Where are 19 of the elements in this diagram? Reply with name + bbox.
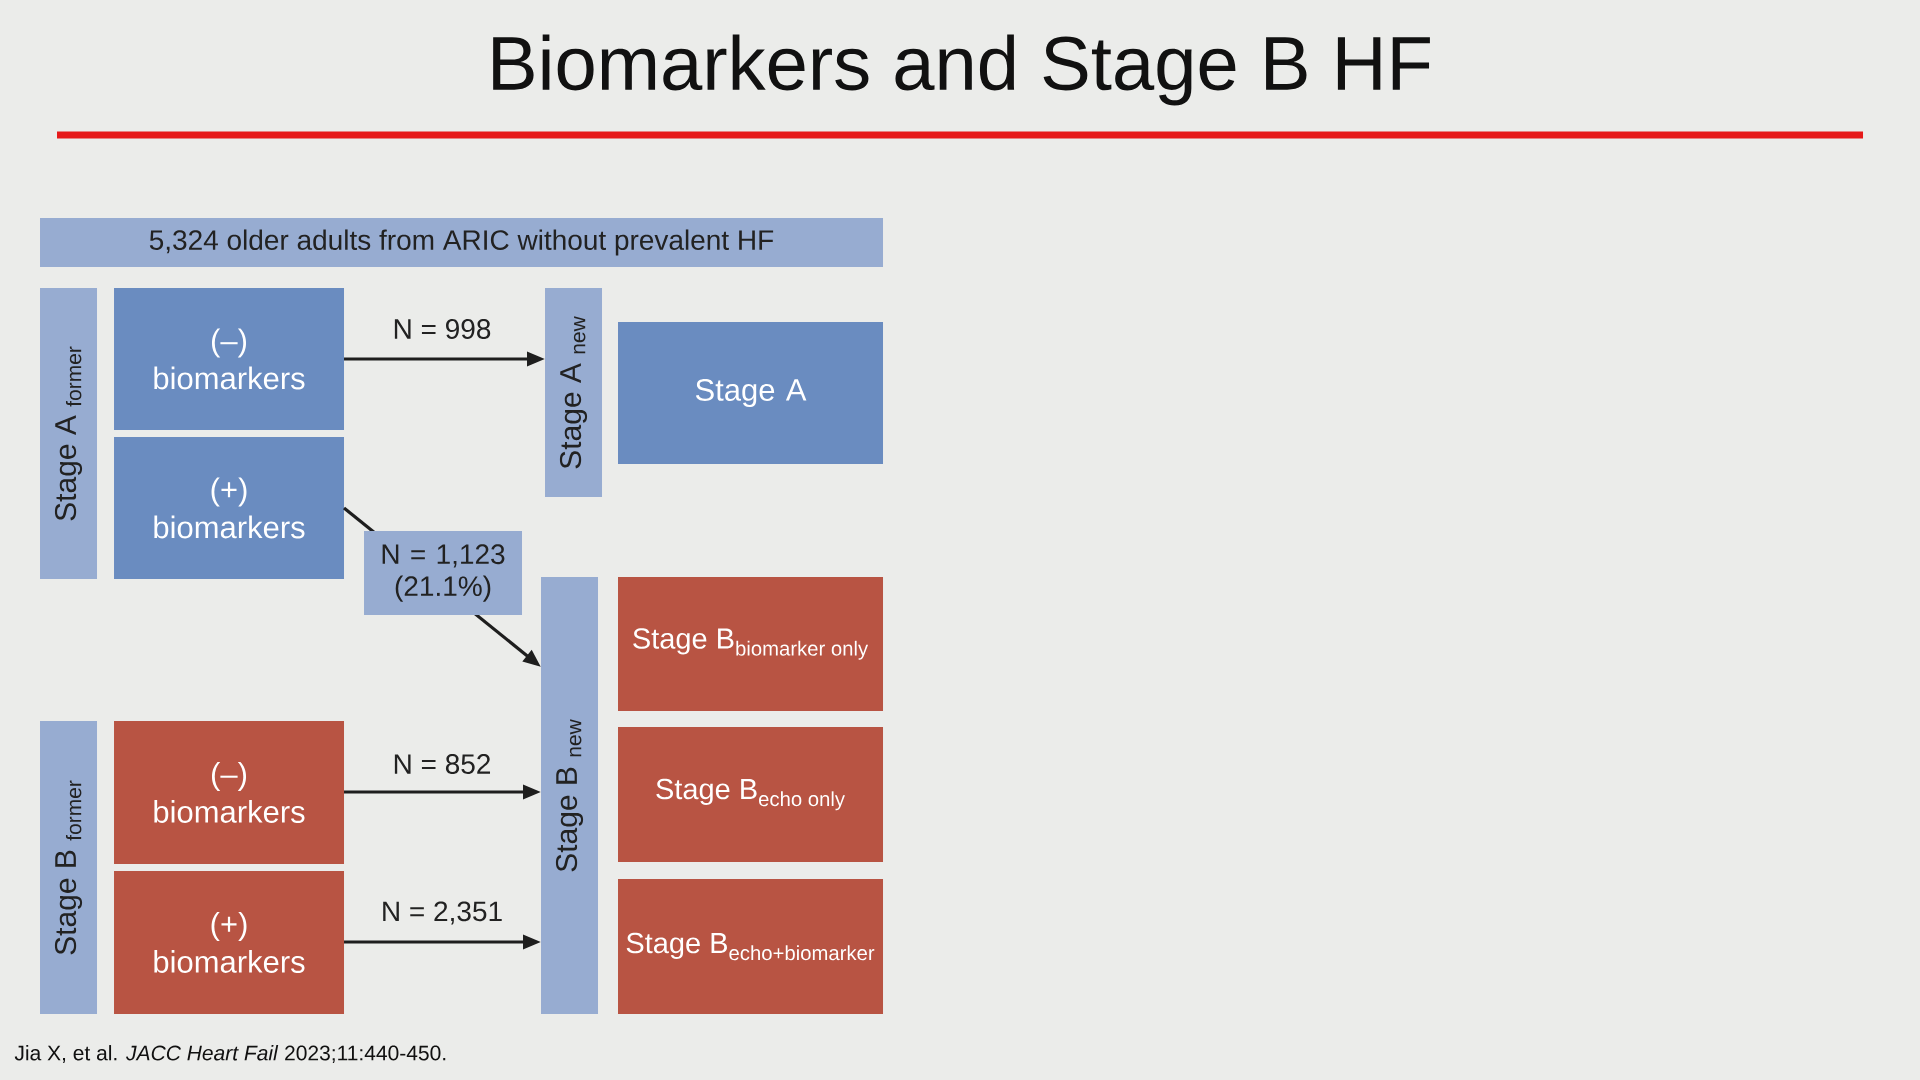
- stage-band: Stage B $_{new}$: [541, 577, 598, 1014]
- stage-band: Stage A $_{former}$: [40, 288, 97, 579]
- citation: Jia X, et al. JACC Heart Fail 2023;11:440-450.: [14, 1045, 446, 1063]
- group-box: (+) biomarkers: [114, 871, 344, 1014]
- stage-box: $\text{Stage B}_{\text{echo only}}$: [618, 727, 883, 862]
- stage-band: Stage A $_{new}$: [545, 288, 602, 497]
- edge-label: N = 2,351: [383, 901, 502, 925]
- stage-band: Stage B $_{former}$: [40, 721, 97, 1014]
- group-box: (–) biomarkers: [114, 288, 344, 430]
- group-box: (+) biomarkers: [114, 437, 344, 579]
- edge-label: N = 1,123 (21.1%): [364, 531, 522, 615]
- edge-label: N = 852: [394, 754, 490, 774]
- slide-title: Biomarkers and Stage B HF: [493, 34, 1430, 106]
- stage-box: $\text{Stage B}_{\text{biomarker only}}$: [618, 577, 883, 711]
- group-box: (–) biomarkers: [114, 721, 344, 864]
- edge-label: N = 998: [394, 319, 491, 339]
- stage-box: $\text{Stage B}_{\text{echo+biomarker}}$: [618, 879, 883, 1014]
- stage-box: Stage A: [618, 322, 883, 464]
- header-band: 5,324 older adults from ARIC without prevalent HF: [40, 218, 883, 267]
